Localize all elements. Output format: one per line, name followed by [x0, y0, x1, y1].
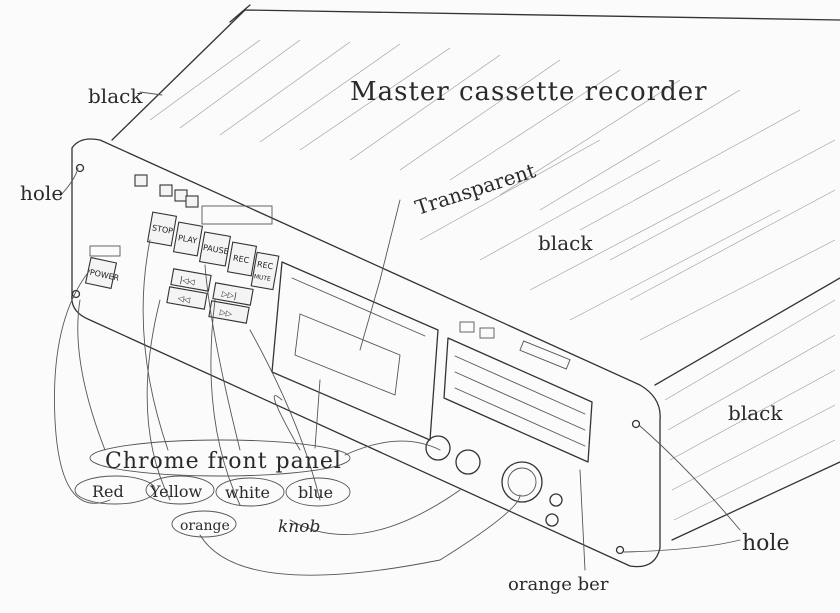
- sketch-title: Master cassette recorder: [350, 77, 708, 107]
- meter-section: [443, 321, 593, 463]
- color-blue-callout: blue: [285, 477, 351, 507]
- small-lamp-1: [459, 321, 475, 333]
- pause-button[interactable]: PAUSE: [198, 231, 232, 267]
- rec-mute-label-1: REC: [256, 260, 274, 272]
- label-orange: orange: [180, 518, 230, 534]
- label-red: Red: [92, 482, 124, 501]
- hole-bottom-left: [71, 289, 81, 299]
- prev-button[interactable]: |◁◁: [170, 268, 212, 292]
- rec-mute-button[interactable]: REC MUTE: [250, 251, 280, 291]
- play-button[interactable]: PLAY: [172, 221, 204, 257]
- fast-forward-label: ▷▷: [219, 307, 234, 318]
- hole-bottom-right: [615, 545, 625, 555]
- small-socket-2: [545, 513, 559, 527]
- prev-label: |◁◁: [179, 275, 195, 286]
- jack-sockets: [425, 435, 563, 527]
- stop-button[interactable]: STOP: [146, 211, 178, 247]
- color-orange-callout: orange: [171, 510, 237, 538]
- label-blue: blue: [298, 483, 333, 502]
- label-chrome-front-panel: Chrome front panel: [105, 449, 342, 474]
- label-black-center: black: [538, 231, 593, 255]
- label-hole-right: hole: [742, 531, 789, 556]
- label-yellow: Yellow: [149, 482, 203, 501]
- small-socket-1: [549, 493, 563, 507]
- label-white: white: [225, 483, 270, 502]
- label-orange-bar: orange ber: [508, 574, 609, 595]
- hole-top-right: [631, 419, 641, 429]
- leader-lines: [54, 91, 741, 576]
- indicator-1: [134, 174, 148, 187]
- indicator-3: [174, 189, 188, 202]
- cassette-window: [271, 261, 439, 441]
- rec-button[interactable]: REC: [226, 241, 258, 277]
- indicator-2: [159, 184, 173, 197]
- label-knob: knob: [278, 517, 320, 537]
- rewind-label: ◁◁: [176, 293, 191, 304]
- small-lamp-2: [479, 327, 495, 339]
- cabinet-body: [111, 4, 840, 541]
- hole-top-left: [75, 163, 85, 173]
- color-red-callout: Red: [74, 475, 156, 505]
- indicator-4: [185, 195, 199, 208]
- display-strip: [201, 205, 273, 225]
- rec-label: REC: [232, 253, 250, 265]
- orange-bar: [519, 340, 571, 370]
- label-transparent: Transparent: [412, 158, 538, 219]
- annotations: Master cassette recorder black hole Tran…: [20, 77, 789, 595]
- play-label: PLAY: [177, 233, 198, 245]
- label-hole-left: hole: [20, 181, 63, 205]
- next-button[interactable]: ▷▷|: [212, 282, 254, 306]
- socket-1: [425, 435, 451, 461]
- stop-label: STOP: [151, 223, 174, 236]
- button-cluster: POWER STOP PLAY PAUSE REC REC MUTE |◁◁: [84, 174, 280, 324]
- rewind-button[interactable]: ◁◁: [166, 286, 208, 310]
- side-shading: [664, 299, 836, 521]
- next-label: ▷▷|: [221, 289, 237, 300]
- label-black-top: black: [88, 84, 143, 108]
- color-white-callout: white: [215, 477, 285, 507]
- volume-knob[interactable]: [501, 461, 543, 503]
- pause-label: PAUSE: [202, 243, 229, 256]
- power-indicator: [89, 245, 121, 257]
- power-button[interactable]: POWER: [84, 256, 121, 290]
- rec-mute-label-2: MUTE: [253, 273, 271, 283]
- label-black-right: black: [728, 401, 783, 425]
- top-shading: [149, 39, 836, 341]
- front-panel: [71, 138, 661, 568]
- socket-2: [455, 449, 481, 475]
- color-yellow-callout: Yellow: [145, 475, 215, 505]
- chrome-front-panel-callout: Chrome front panel: [89, 439, 351, 477]
